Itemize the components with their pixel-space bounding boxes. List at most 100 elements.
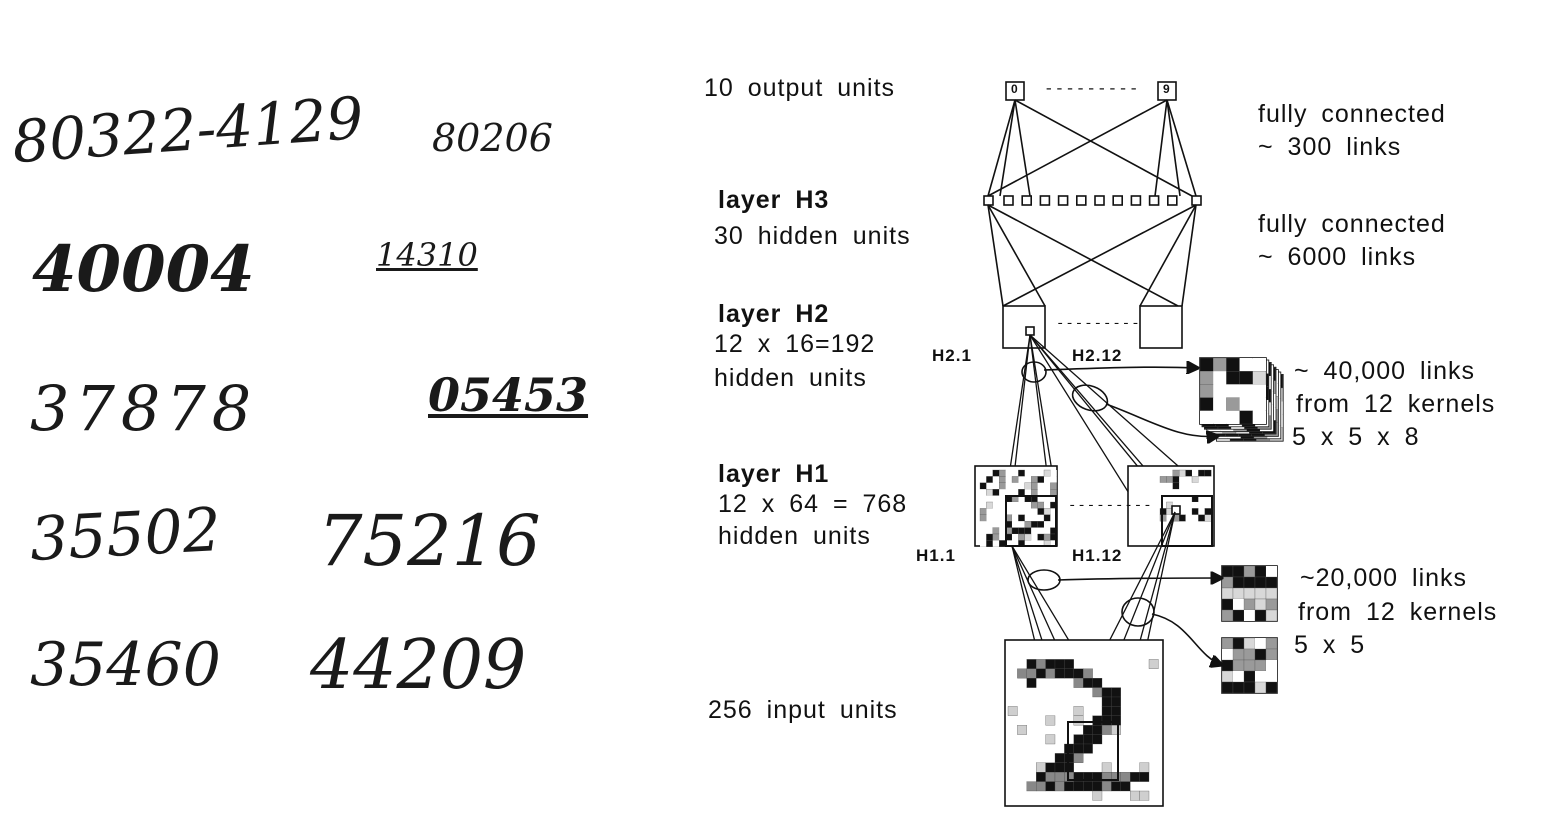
kernel-cell xyxy=(1200,398,1213,411)
input-pixel xyxy=(1121,782,1130,791)
h3-h2-links xyxy=(988,205,1196,306)
h1-map-cell xyxy=(980,496,986,502)
h1-map-cell xyxy=(999,476,1005,482)
input-pixel xyxy=(1064,669,1073,678)
kernel-cell xyxy=(1253,384,1266,397)
kernel-cell xyxy=(1233,599,1244,610)
h1-map-cell xyxy=(1038,528,1044,534)
h1-map-cell xyxy=(1179,515,1185,521)
kernel-cell xyxy=(1200,384,1213,397)
h1-map-cell xyxy=(1179,489,1185,495)
h1-map-cell xyxy=(1006,483,1012,489)
input-pixel xyxy=(1055,753,1064,762)
conn-h1-in-line3: 5 x 5 xyxy=(1294,629,1365,662)
kernel-cell xyxy=(1213,398,1226,411)
h2-title-text: layer H2 xyxy=(718,300,829,328)
h1-map-cell xyxy=(1173,489,1179,495)
h1-map-cell xyxy=(980,476,986,482)
h1-map-cell xyxy=(1018,528,1024,534)
input-pixel xyxy=(1055,763,1064,772)
h1-map-cell xyxy=(993,540,999,546)
kernel-cell xyxy=(1222,577,1233,588)
h1-map-cell xyxy=(1025,489,1031,495)
input-pixel xyxy=(1083,735,1092,744)
h3-unit xyxy=(1192,196,1201,205)
h1-map-cell xyxy=(986,502,992,508)
h1-map-cell xyxy=(980,483,986,489)
h1-map-cell xyxy=(999,521,1005,527)
input-pixel xyxy=(1074,669,1083,678)
h1-map-cell xyxy=(993,470,999,476)
h1-map-cell xyxy=(1050,483,1056,489)
kernel-cell xyxy=(1233,588,1244,599)
kernel-cell xyxy=(1222,638,1233,649)
kernel-cell xyxy=(1200,358,1213,371)
h1-map-cell xyxy=(1038,534,1044,540)
h1-map-cell xyxy=(1038,521,1044,527)
h1-map-cell xyxy=(1031,502,1037,508)
h3-unit xyxy=(1004,196,1013,205)
h1-map-cell xyxy=(1018,515,1024,521)
h1-map-cell xyxy=(980,528,986,534)
h1-map-cell xyxy=(986,489,992,495)
h1-map-cell xyxy=(1018,489,1024,495)
h1-map-cell xyxy=(1044,515,1050,521)
h1-map-cell xyxy=(1205,476,1211,482)
h1-map-cell xyxy=(1205,470,1211,476)
input-pixel xyxy=(1046,669,1055,678)
h1-map-cell xyxy=(980,515,986,521)
output-unit-9-label: 9 xyxy=(1163,82,1171,96)
kernel-cell xyxy=(1255,577,1266,588)
input-pixel xyxy=(1111,706,1120,715)
input-pixel xyxy=(1074,753,1083,762)
input-pixel xyxy=(1111,725,1120,734)
conn-h1-in-line1: ~20,000 links xyxy=(1300,562,1467,595)
kernel-cell xyxy=(1233,649,1244,660)
kernel-cell xyxy=(1240,398,1253,411)
input-pixel xyxy=(1046,782,1055,791)
h3-unit xyxy=(1095,196,1104,205)
h1-map-cell xyxy=(1012,489,1018,495)
input-pixel xyxy=(1017,669,1026,678)
input-pixel xyxy=(1074,716,1083,725)
h1-dashes: --------- xyxy=(1068,498,1153,514)
h1-map-cell xyxy=(1018,521,1024,527)
kernel-cell xyxy=(1266,671,1277,682)
kernel-cell xyxy=(1266,682,1277,693)
input-pixel xyxy=(1055,772,1064,781)
kernel-cell xyxy=(1213,371,1226,384)
h1-map-cell xyxy=(1186,470,1192,476)
kernel-cell xyxy=(1255,638,1266,649)
h1-map-cell xyxy=(1012,515,1018,521)
input-pixel xyxy=(1074,782,1083,791)
h1-map-cell xyxy=(1205,502,1211,508)
input-pixel xyxy=(1083,782,1092,791)
input-pixel xyxy=(1074,678,1083,687)
h1-map-cell xyxy=(1173,476,1179,482)
h3-unit xyxy=(1113,196,1122,205)
kernel-cell xyxy=(1226,384,1239,397)
input-pixel xyxy=(1036,763,1045,772)
conn-h3-h2-line2: ~ 6000 links xyxy=(1258,241,1416,274)
h1-map-cell xyxy=(999,483,1005,489)
h1-map-cell xyxy=(1205,508,1211,514)
kernel-cell xyxy=(1255,599,1266,610)
input-pixel xyxy=(1093,735,1102,744)
h1-map-cell xyxy=(1166,489,1172,495)
h2-title: layer H2 xyxy=(718,298,829,331)
h3-unit xyxy=(1168,196,1177,205)
kernel-cell xyxy=(1222,588,1233,599)
input-pixel xyxy=(1111,688,1120,697)
h1-map-cell xyxy=(1018,470,1024,476)
h1-map-cell xyxy=(1160,476,1166,482)
h3-desc: 30 hidden units xyxy=(714,220,911,253)
input-pixel xyxy=(1111,697,1120,706)
kernel-cell xyxy=(1226,411,1239,424)
h2-link-ellipse-b xyxy=(1069,381,1111,416)
h1-map-cell xyxy=(1025,470,1031,476)
h1-map-cell xyxy=(1031,508,1037,514)
input-pixel xyxy=(1102,725,1111,734)
h1-map-cell xyxy=(999,540,1005,546)
input-pixel xyxy=(1083,744,1092,753)
h1-map-cell xyxy=(1012,508,1018,514)
